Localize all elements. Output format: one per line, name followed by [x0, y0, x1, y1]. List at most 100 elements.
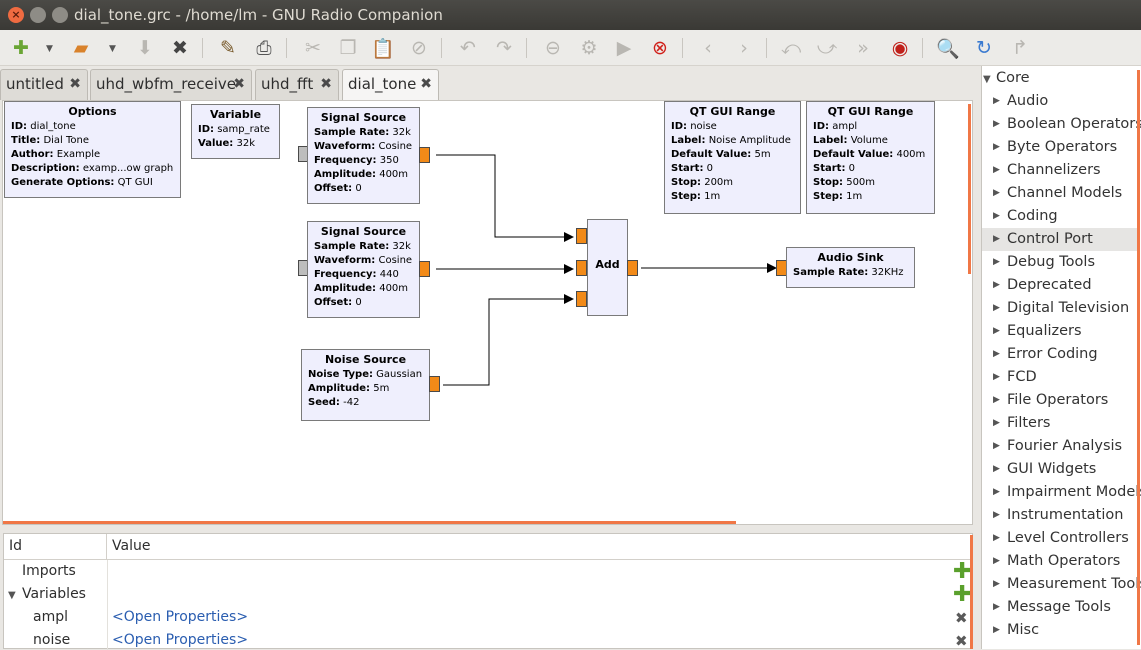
- expand-arrow-icon[interactable]: ▶: [993, 556, 1000, 566]
- audio-sink-block[interactable]: Audio Sink Sample Rate: 32KHz: [786, 247, 915, 288]
- output-port[interactable]: [419, 261, 430, 277]
- search-icon[interactable]: 🔍: [936, 37, 960, 60]
- open-properties-link[interactable]: <Open Properties>: [112, 609, 249, 625]
- tab-untitled[interactable]: untitled✖: [0, 69, 88, 100]
- options-block[interactable]: Options ID: dial_tone Title: Dial Tone A…: [4, 101, 181, 198]
- tree-category-digital-television[interactable]: ▶Digital Television: [982, 297, 1140, 320]
- tree-category-filters[interactable]: ▶Filters: [982, 412, 1140, 435]
- expand-arrow-icon[interactable]: ▶: [993, 142, 1000, 152]
- generate-icon[interactable]: ⚙: [580, 37, 598, 59]
- expand-arrow-icon[interactable]: ▶: [993, 579, 1000, 589]
- close-icon[interactable]: ✖: [172, 37, 188, 59]
- imports-row[interactable]: Imports: [22, 563, 76, 579]
- expand-arrow-icon[interactable]: ▶: [993, 395, 1000, 405]
- expand-arrow-icon[interactable]: ▶: [993, 418, 1000, 428]
- cut-icon[interactable]: ✂: [305, 37, 321, 59]
- copy-icon[interactable]: ❐: [339, 37, 357, 59]
- bypass-icon[interactable]: ⊖: [545, 37, 561, 59]
- tree-category-equalizers[interactable]: ▶Equalizers: [982, 320, 1140, 343]
- column-header-id[interactable]: Id: [4, 534, 107, 560]
- close-icon[interactable]: ✖: [320, 76, 332, 92]
- block-library-scrollbar[interactable]: [1137, 70, 1140, 645]
- new-dropdown-icon[interactable]: ▼: [46, 44, 53, 54]
- expand-arrow-icon[interactable]: ▶: [993, 533, 1000, 543]
- noise-source-block[interactable]: Noise Source Noise Type: Gaussian Amplit…: [301, 349, 430, 421]
- tree-category-byte-operators[interactable]: ▶Byte Operators: [982, 136, 1140, 159]
- lock-icon[interactable]: ↱: [1012, 37, 1028, 59]
- tree-category-deprecated[interactable]: ▶Deprecated: [982, 274, 1140, 297]
- expand-arrow-icon[interactable]: ▶: [993, 211, 1000, 221]
- variable-block[interactable]: Variable ID: samp_rate Value: 32k: [191, 104, 280, 159]
- variable-id[interactable]: noise: [33, 632, 71, 648]
- save-icon[interactable]: ⬇: [137, 37, 153, 59]
- column-header-value[interactable]: Value: [107, 534, 972, 560]
- expand-arrow-icon[interactable]: ▶: [993, 165, 1000, 175]
- tree-category-boolean-operators[interactable]: ▶Boolean Operators: [982, 113, 1141, 136]
- tab-uhd-wbfm-receive[interactable]: uhd_wbfm_receive✖: [90, 69, 252, 100]
- execute-icon[interactable]: ▶: [616, 37, 632, 59]
- input-port[interactable]: [576, 260, 587, 276]
- edit-icon[interactable]: ✎: [220, 37, 236, 59]
- expand-arrow-icon[interactable]: ▶: [993, 188, 1000, 198]
- open-properties-link[interactable]: <Open Properties>: [112, 632, 249, 648]
- window-close-button[interactable]: ×: [8, 7, 24, 23]
- tree-category-debug-tools[interactable]: ▶Debug Tools: [982, 251, 1140, 274]
- print-icon[interactable]: ⎙: [256, 37, 272, 59]
- expand-arrow-icon[interactable]: ▶: [993, 510, 1000, 520]
- disable-icon[interactable]: ⊘: [411, 37, 427, 59]
- tree-category-core[interactable]: Core: [996, 70, 1030, 86]
- tree-category-message-tools[interactable]: ▶Message Tools: [982, 596, 1140, 619]
- expand-arrow-icon[interactable]: ▼: [8, 590, 16, 601]
- output-port[interactable]: [429, 376, 440, 392]
- close-icon[interactable]: ✖: [69, 76, 81, 92]
- add-variable-icon[interactable]: ✚: [953, 582, 972, 607]
- rotate-ccw-icon[interactable]: ⤺: [780, 37, 802, 59]
- open-dropdown-icon[interactable]: ▼: [109, 44, 116, 54]
- qt-gui-range-block[interactable]: QT GUI Range ID: noise Label: Noise Ampl…: [664, 101, 801, 214]
- rotate-cw-icon[interactable]: ⤻: [816, 37, 838, 59]
- tree-category-measurement-tools[interactable]: ▶Measurement Tools: [982, 573, 1141, 596]
- expand-arrow-icon[interactable]: ▶: [993, 303, 1000, 313]
- reload-icon[interactable]: ↻: [976, 37, 992, 59]
- tree-category-channel-models[interactable]: ▶Channel Models: [982, 182, 1140, 205]
- signal-source-block[interactable]: Signal Source Sample Rate: 32k Waveform:…: [307, 107, 420, 204]
- expand-arrow-icon[interactable]: ▶: [993, 349, 1000, 359]
- expand-arrow-icon[interactable]: ▶: [993, 487, 1000, 497]
- tree-category-channelizers[interactable]: ▶Channelizers: [982, 159, 1140, 182]
- prev-icon[interactable]: ‹: [704, 37, 712, 59]
- tab-dial-tone[interactable]: dial_tone✖: [342, 69, 439, 101]
- tree-category-file-operators[interactable]: ▶File Operators: [982, 389, 1140, 412]
- close-icon[interactable]: ✖: [233, 76, 245, 92]
- signal-source-block[interactable]: Signal Source Sample Rate: 32k Waveform:…: [307, 221, 420, 318]
- redo-icon[interactable]: ↷: [496, 37, 512, 59]
- tab-uhd-fft[interactable]: uhd_fft✖: [255, 69, 339, 100]
- expand-arrow-icon[interactable]: ▶: [993, 372, 1000, 382]
- expand-arrow-icon[interactable]: ▶: [993, 280, 1000, 290]
- expand-arrow-icon[interactable]: ▶: [993, 625, 1000, 635]
- record-icon[interactable]: ◉: [891, 37, 909, 59]
- flowgraph-canvas[interactable]: Options ID: dial_tone Title: Dial Tone A…: [2, 100, 973, 525]
- tree-category-control-port[interactable]: ▶Control Port: [982, 228, 1140, 251]
- expand-arrow-icon[interactable]: ▶: [993, 234, 1000, 244]
- canvas-horizontal-scrollbar[interactable]: [3, 521, 736, 524]
- expand-arrow-icon[interactable]: ▶: [993, 257, 1000, 267]
- expand-arrow-icon[interactable]: ▶: [993, 441, 1000, 451]
- next-icon[interactable]: ›: [740, 37, 748, 59]
- tree-category-instrumentation[interactable]: ▶Instrumentation: [982, 504, 1140, 527]
- tree-category-fourier-analysis[interactable]: ▶Fourier Analysis: [982, 435, 1140, 458]
- expand-arrow-icon[interactable]: ▶: [993, 96, 1000, 106]
- variables-row[interactable]: Variables: [22, 586, 86, 602]
- delete-icon[interactable]: ✖: [955, 609, 968, 627]
- canvas-vertical-scrollbar[interactable]: [968, 104, 971, 274]
- input-port[interactable]: [576, 291, 587, 307]
- close-icon[interactable]: ✖: [420, 76, 432, 92]
- variable-id[interactable]: ampl: [33, 609, 68, 625]
- tree-category-impairment-models[interactable]: ▶Impairment Models: [982, 481, 1141, 504]
- qt-gui-range-block[interactable]: QT GUI Range ID: ampl Label: Volume Defa…: [806, 101, 935, 214]
- delete-icon[interactable]: ✖: [955, 632, 968, 650]
- variable-editor-scrollbar[interactable]: [970, 535, 973, 649]
- expand-arrow-icon[interactable]: ▶: [993, 464, 1000, 474]
- add-import-icon[interactable]: ✚: [953, 559, 972, 584]
- forward-icon[interactable]: »: [857, 37, 869, 59]
- tree-category-gui-widgets[interactable]: ▶GUI Widgets: [982, 458, 1140, 481]
